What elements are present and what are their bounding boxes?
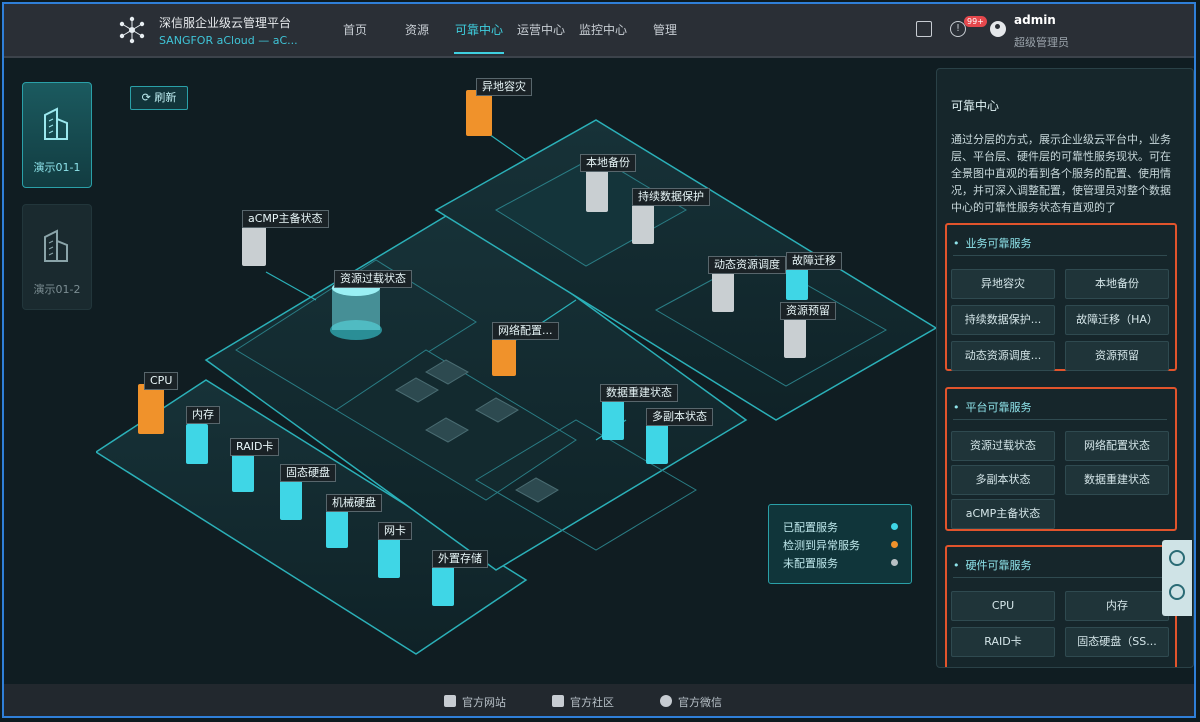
service-failover-ha[interactable]: 故障迁移（HA） — [1065, 305, 1169, 335]
home-icon — [444, 695, 456, 707]
divider — [953, 577, 1167, 578]
user-name[interactable]: admin — [1014, 13, 1056, 27]
building-icon — [44, 107, 68, 140]
service-nodes — [138, 90, 808, 606]
footer-link-wechat[interactable]: 官方微信 — [678, 696, 722, 709]
user-role: 超级管理员 — [1014, 36, 1069, 49]
node-data-rebuild[interactable]: 数据重建状态 — [600, 384, 678, 402]
datacenter-label: 演示01-2 — [33, 283, 81, 296]
legend-dot-unconfigured — [891, 559, 898, 566]
service-ssd[interactable]: 固态硬盘（SS... — [1065, 627, 1169, 657]
nav-operations-center[interactable]: 运营中心 — [516, 23, 565, 37]
node-dynamic-scheduling[interactable]: 动态资源调度 — [708, 256, 786, 274]
topology-layers — [96, 90, 936, 655]
node-external-storage[interactable]: 外置存储 — [432, 550, 488, 568]
brand-subtitle: SANGFOR aCloud — aC... — [159, 34, 298, 47]
network-chips — [394, 359, 560, 503]
panel-title: 可靠中心 — [951, 99, 1000, 113]
alert-icon[interactable]: ! — [950, 21, 966, 37]
top-header: 深信服企业级云管理平台 SANGFOR aCloud — aC... 首页 资源… — [4, 4, 1194, 58]
help-icon[interactable] — [1169, 550, 1185, 566]
legend-configured: 已配置服务 — [783, 521, 838, 534]
refresh-button[interactable]: ⟳ 刷新 — [130, 86, 188, 110]
nav-reliability-center[interactable]: 可靠中心 — [448, 4, 510, 56]
legend-abnormal: 检测到异常服务 — [783, 539, 860, 552]
legend-dot-abnormal — [891, 541, 898, 548]
building-icon — [44, 229, 68, 262]
refresh-label: 刷新 — [154, 91, 177, 104]
datacenter-sidebar: 演示01-1 演示01-2 — [22, 82, 94, 326]
compute-zone — [235, 259, 477, 411]
service-resource-overload[interactable]: 资源过载状态 — [951, 431, 1055, 461]
user-avatar-icon[interactable] — [990, 21, 1006, 37]
storage-zone — [475, 419, 697, 551]
service-dynamic-scheduling[interactable]: 动态资源调度... — [951, 341, 1055, 371]
footer-link-community[interactable]: 官方社区 — [570, 696, 614, 709]
wechat-icon — [660, 695, 672, 707]
download-icon[interactable] — [1169, 584, 1185, 600]
group-title: 业务可靠服务 — [953, 235, 1032, 251]
panel-description: 通过分层的方式，展示企业级云平台中，业务层、平台层、硬件层的可靠性服务现状。可在… — [951, 133, 1171, 213]
datacenter-item-2[interactable]: 演示01-2 — [22, 204, 92, 310]
node-acmp-status[interactable]: aCMP主备状态 — [242, 210, 329, 228]
footer-link-website[interactable]: 官方网站 — [462, 696, 506, 709]
node-resource-reserve[interactable]: 资源预留 — [780, 302, 836, 320]
reliability-info-panel: 可靠中心 通过分层的方式，展示企业级云平台中，业务层、平台层、硬件层的可靠性服务… — [936, 68, 1194, 668]
service-continuous-protection[interactable]: 持续数据保护... — [951, 305, 1055, 335]
node-nic[interactable]: 网卡 — [378, 522, 412, 540]
service-network-config[interactable]: 网络配置状态 — [1065, 431, 1169, 461]
group-title: 平台可靠服务 — [953, 399, 1032, 415]
service-memory[interactable]: 内存 — [1065, 591, 1169, 621]
node-multi-replica[interactable]: 多副本状态 — [646, 408, 713, 426]
divider — [953, 419, 1167, 420]
reliability-topology: 异地容灾 本地备份 持续数据保护 aCMP主备状态 资源过载状态 网络配置...… — [96, 60, 936, 686]
footer: 官方网站 官方社区 官方微信 — [4, 684, 1194, 716]
nav-monitoring-center[interactable]: 监控中心 — [578, 23, 627, 37]
node-hdd[interactable]: 机械硬盘 — [326, 494, 382, 512]
refresh-icon: ⟳ — [141, 91, 155, 104]
service-geo-dr[interactable]: 异地容灾 — [951, 269, 1055, 299]
node-local-backup[interactable]: 本地备份 — [580, 154, 636, 172]
node-geo-disaster-recovery[interactable]: 异地容灾 — [476, 78, 532, 96]
nav-management[interactable]: 管理 — [652, 23, 677, 37]
service-multi-replica[interactable]: 多副本状态 — [951, 465, 1055, 495]
service-local-backup[interactable]: 本地备份 — [1065, 269, 1169, 299]
node-continuous-protection[interactable]: 持续数据保护 — [632, 188, 710, 206]
node-cpu[interactable]: CPU — [144, 372, 179, 390]
main-nav: 首页 资源 可靠中心 运营中心 监控中心 管理 — [324, 4, 696, 56]
business-services-group: 业务可靠服务 异地容灾 本地备份 持续数据保护... 故障迁移（HA） 动态资源… — [945, 223, 1177, 371]
calendar-icon[interactable] — [916, 21, 932, 37]
service-cpu[interactable]: CPU — [951, 591, 1055, 621]
nav-home[interactable]: 首页 — [342, 23, 367, 37]
node-failover[interactable]: 故障迁移 — [786, 252, 842, 270]
legend-unconfigured: 未配置服务 — [783, 557, 838, 570]
service-resource-reserve[interactable]: 资源预留 — [1065, 341, 1169, 371]
community-icon — [552, 695, 564, 707]
side-tool-strip — [1162, 540, 1192, 616]
datacenter-label: 演示01-1 — [33, 161, 81, 174]
datacenter-item-1[interactable]: 演示01-1 — [22, 82, 92, 188]
node-raid[interactable]: RAID卡 — [230, 438, 280, 456]
service-acmp-status[interactable]: aCMP主备状态 — [951, 499, 1055, 529]
node-network-config[interactable]: 网络配置... — [492, 322, 559, 340]
divider — [953, 255, 1167, 256]
status-legend: 已配置服务 检测到异常服务 未配置服务 — [768, 504, 912, 584]
notification-badge: 99+ — [964, 16, 987, 27]
platform-services-group: 平台可靠服务 资源过载状态 网络配置状态 多副本状态 数据重建状态 aCMP主备… — [945, 387, 1177, 531]
service-raid[interactable]: RAID卡 — [951, 627, 1055, 657]
nav-resources[interactable]: 资源 — [404, 23, 429, 37]
hardware-services-group: 硬件可靠服务 CPU 内存 RAID卡 固态硬盘（SS... — [945, 545, 1177, 667]
service-data-rebuild[interactable]: 数据重建状态 — [1065, 465, 1169, 495]
node-ssd[interactable]: 固态硬盘 — [280, 464, 336, 482]
node-resource-overload[interactable]: 资源过载状态 — [334, 270, 412, 288]
group-title: 硬件可靠服务 — [953, 557, 1032, 573]
legend-dot-configured — [891, 523, 898, 530]
brand-title: 深信服企业级云管理平台 — [159, 16, 292, 30]
sangfor-logo-icon — [119, 16, 145, 44]
node-memory[interactable]: 内存 — [186, 406, 220, 424]
